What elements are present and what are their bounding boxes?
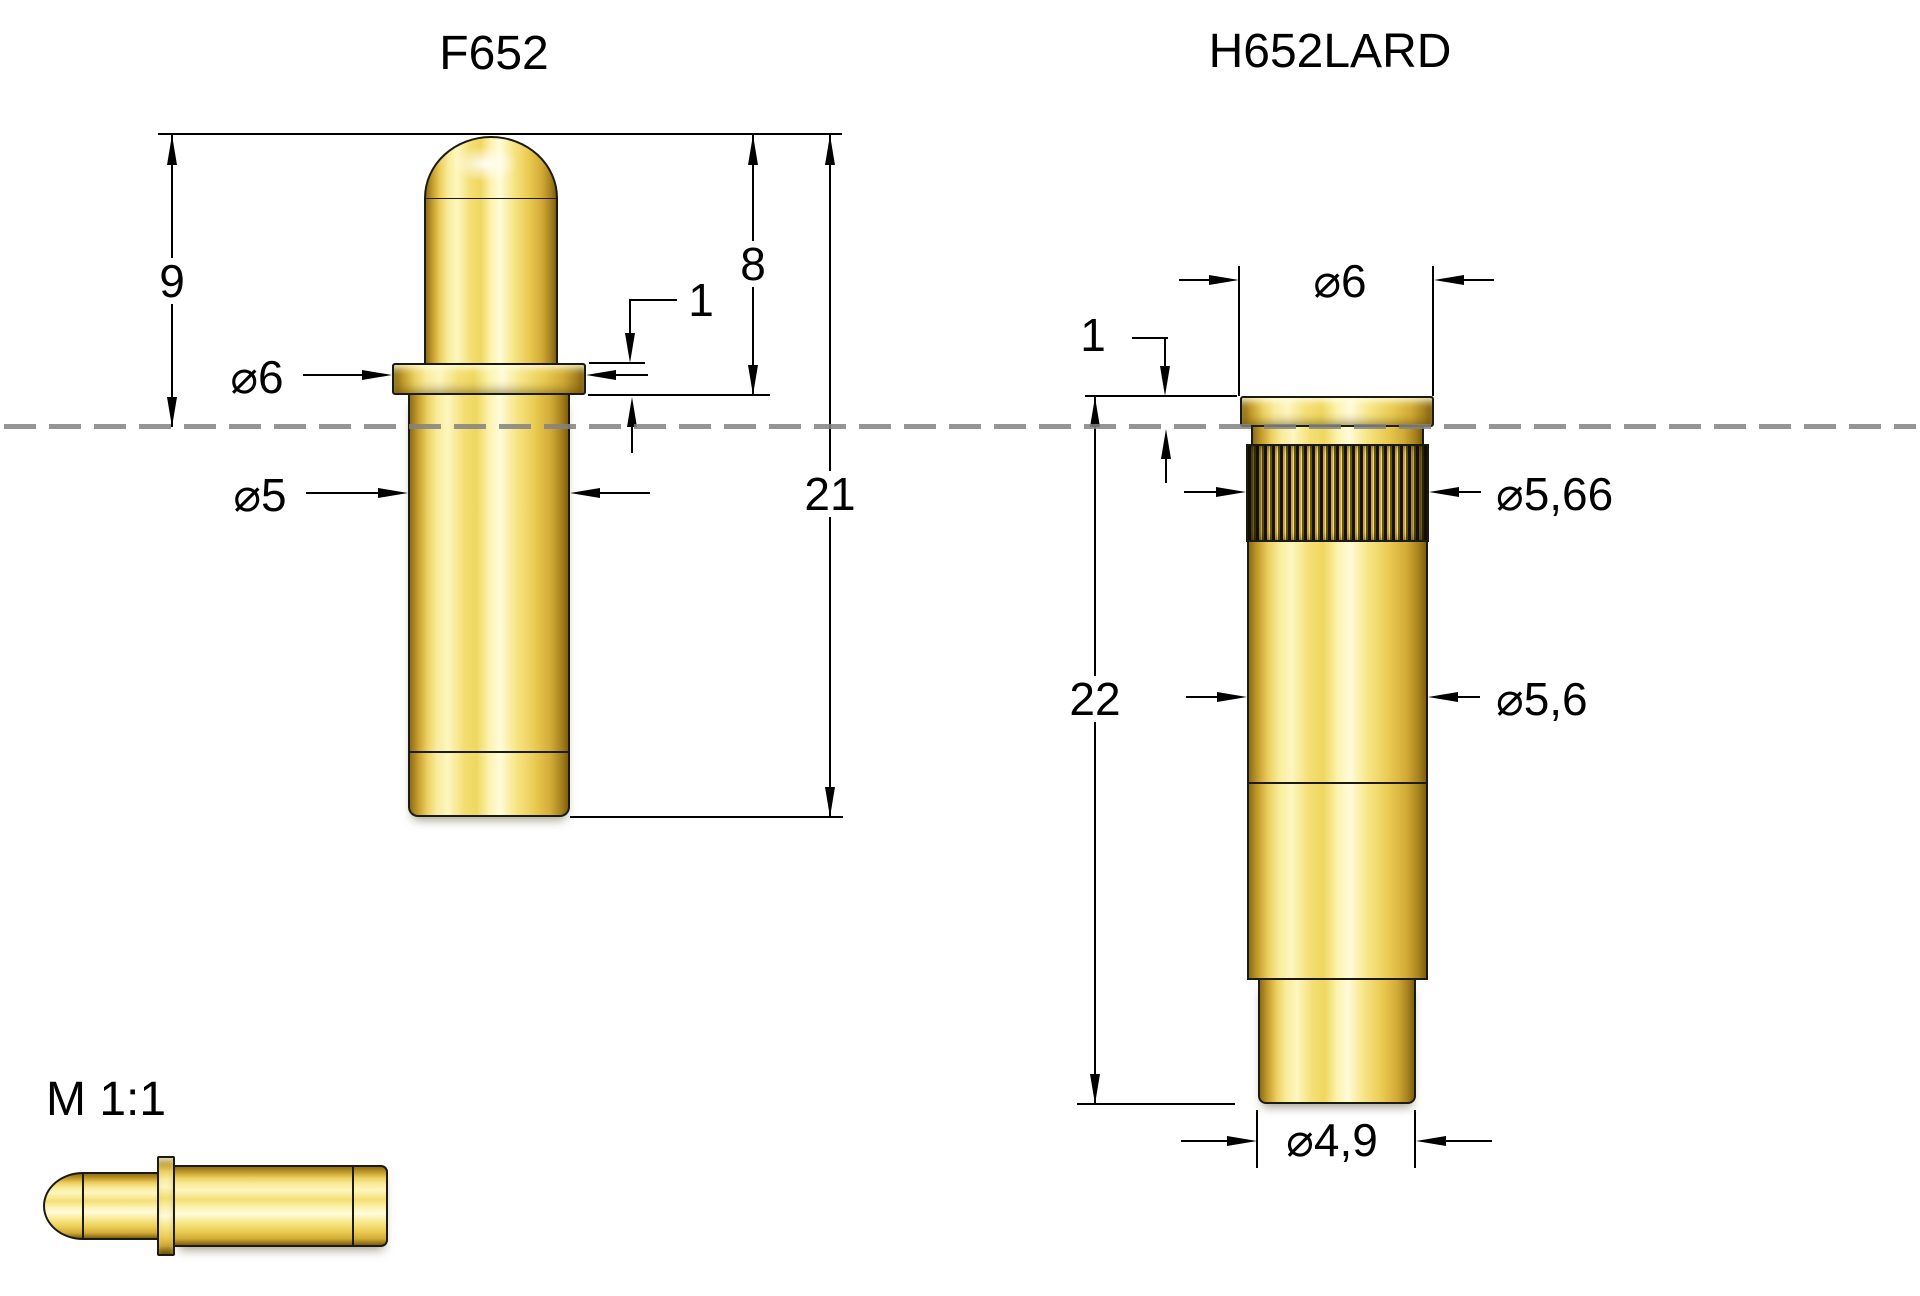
extension-line-tip-top [158, 133, 842, 135]
f652-body [408, 395, 570, 817]
dim-1-tail [1165, 457, 1167, 483]
dim-dia5-tail-left [306, 492, 380, 494]
dim-1-text: 1 [688, 274, 714, 326]
dim-arrow [362, 370, 392, 380]
dim-arrow [1090, 397, 1100, 427]
extension-line-head-right [1432, 266, 1434, 396]
dim-dia49-tail-right [1444, 1140, 1492, 1142]
extension-line-tail-right [1414, 1110, 1416, 1168]
dim-dia56-text: ⌀5,6 [1496, 673, 1588, 725]
extension-line-head-left [1238, 266, 1240, 396]
dim-dia56-tail-left [1186, 696, 1219, 698]
dim-arrow [748, 365, 758, 395]
scale-label: M 1:1 [46, 1073, 167, 1126]
dim-arrow [1161, 429, 1171, 459]
dim-dia49-text: ⌀4,9 [1286, 1114, 1378, 1166]
dim-dia6-text: ⌀6 [230, 351, 284, 403]
dim-21-text: 21 [798, 471, 862, 517]
dim-dia56-tail-right [1456, 696, 1480, 698]
dim-dia6-text: ⌀6 [1313, 255, 1367, 307]
dim-1-leader-drop [629, 299, 631, 335]
dim-1-leader [1132, 337, 1168, 339]
dim-arrow [1216, 487, 1246, 497]
extension-line-tail-left [1256, 1110, 1258, 1168]
m11-plunger-dome [43, 1172, 83, 1240]
dim-1-tail [631, 425, 633, 453]
h652-head [1240, 396, 1434, 427]
dim-dia6-tail-right [614, 374, 648, 376]
h652lard-part-title: H652LARD [1208, 25, 1452, 78]
f652-flange [392, 363, 586, 395]
h652-tail [1258, 980, 1416, 1104]
dim-arrow [378, 488, 408, 498]
dim-8-text: 8 [734, 241, 772, 287]
dim-arrow [570, 488, 600, 498]
h652-body [1247, 542, 1428, 980]
dim-22-line [1094, 396, 1096, 1104]
m11-plunger-cylinder [82, 1172, 158, 1240]
f652-part-title: F652 [439, 27, 549, 80]
h652-neck [1251, 427, 1424, 444]
dim-arrow [1217, 692, 1247, 702]
dim-dia5-text: ⌀5 [233, 469, 287, 521]
m11-body [175, 1165, 388, 1247]
board-plane-dashed-line [4, 424, 1916, 429]
m11-flange [157, 1156, 175, 1256]
extension-line-pin-bottom [570, 816, 843, 818]
extension-line-head-top [1085, 395, 1237, 397]
extension-line-flange-top [589, 362, 645, 364]
dim-arrow [1434, 275, 1464, 285]
h652-knurl-band [1246, 444, 1429, 542]
dim-arrow [586, 370, 616, 380]
dim-dia566-text: ⌀5,66 [1496, 468, 1614, 520]
dim-dia6-tail-left [1179, 279, 1211, 281]
m11-crimp-groove-line [352, 1165, 354, 1247]
h652-body-junction-line [1247, 782, 1428, 784]
extension-line-flange-bottom [588, 394, 770, 396]
dim-dia49-tail-left [1181, 1140, 1229, 1142]
dim-arrow [825, 135, 835, 165]
dim-arrow [1428, 692, 1458, 702]
extension-line-tail-bottom [1077, 1103, 1235, 1105]
dim-arrow [625, 333, 635, 363]
dim-22-text: 22 [1063, 676, 1127, 722]
dim-arrow [1416, 1136, 1446, 1146]
dim-dia6-tail-left [303, 374, 364, 376]
dim-arrow [1090, 1074, 1100, 1104]
dim-arrow [167, 397, 177, 427]
dim-dia6-tail-right [1462, 279, 1494, 281]
dim-arrow [1227, 1136, 1257, 1146]
dim-1-leader-drop [1164, 337, 1166, 368]
dim-arrow [1160, 366, 1170, 396]
dim-dia566-tail-left [1184, 491, 1218, 493]
dim-arrow [825, 787, 835, 817]
f652-plunger-dome [424, 136, 558, 200]
dim-arrow [1429, 487, 1459, 497]
f652-crimp-groove-line [408, 751, 570, 753]
dim-9-text: 9 [153, 258, 191, 304]
dim-dia5-tail-right [598, 492, 650, 494]
dim-dia566-tail-right [1457, 491, 1481, 493]
f652-plunger-cylinder [424, 199, 558, 363]
dim-1-leader [629, 299, 677, 301]
dim-arrow [167, 135, 177, 165]
dim-1-text: 1 [1080, 309, 1106, 361]
dome-highlight [452, 146, 518, 182]
dim-arrow [1209, 275, 1239, 285]
dim-arrow [627, 397, 637, 427]
dim-arrow [748, 135, 758, 165]
